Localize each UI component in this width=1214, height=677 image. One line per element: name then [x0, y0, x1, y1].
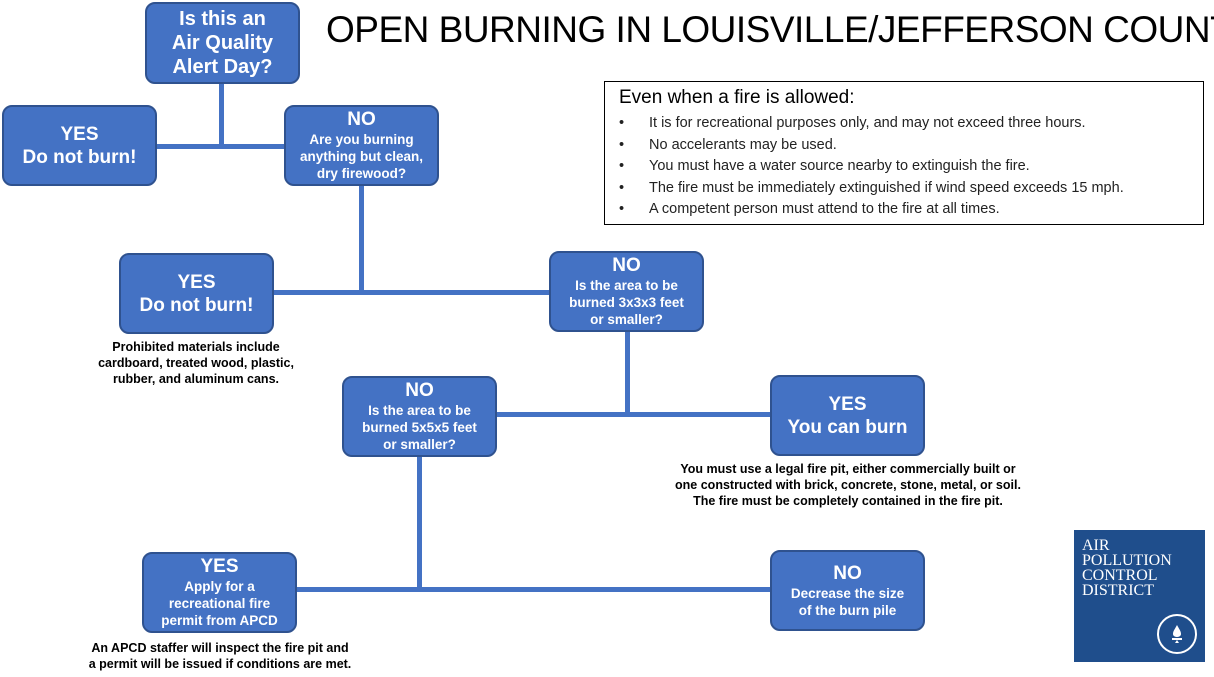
connector-line: [417, 455, 422, 591]
connector-line: [296, 587, 772, 592]
area-3x3x3-question: NO Is the area to be burned 3x3x3 feet o…: [549, 251, 704, 332]
connector-line: [359, 184, 364, 294]
box-line: anything but clean,: [299, 149, 423, 164]
connector-line: [496, 412, 771, 417]
apcd-logo: AIR POLLUTION CONTROL DISTRICT: [1074, 530, 1205, 662]
box-head: YES: [60, 123, 99, 145]
box-head: YES: [200, 556, 239, 577]
prohibited-materials-note: Prohibited materials include cardboard, …: [98, 340, 294, 386]
box-head: YES: [177, 271, 216, 293]
box-text: You can burn: [787, 416, 908, 438]
box-text: Do not burn!: [139, 294, 254, 316]
fire-rule-item: A competent person must attend to the fi…: [619, 199, 1189, 221]
box-head: NO: [833, 562, 862, 584]
area-5x5x5-question: NO Is the area to be burned 5x5x5 feet o…: [342, 376, 497, 457]
apcd-inspection-note: An APCD staffer will inspect the fire pi…: [88, 641, 352, 671]
question-line: Is this an: [179, 8, 266, 30]
fire-rules-heading: Even when a fire is allowed:: [619, 87, 855, 108]
box-line: Decrease the size: [790, 585, 905, 601]
fire-rule-item: The fire must be immediately extinguishe…: [619, 178, 1189, 200]
box-head: NO: [405, 380, 434, 401]
page-title: OPEN BURNING IN LOUISVILLE/JEFFERSON COU…: [326, 9, 1214, 50]
connector-line: [272, 290, 551, 295]
yes-do-not-burn-box-1: YES Do not burn!: [2, 105, 157, 186]
yes-you-can-burn-box: YES You can burn: [770, 375, 925, 456]
box-line: dry firewood?: [316, 166, 407, 181]
apply-for-permit-box: YES Apply for a recreational fire permit…: [142, 552, 297, 633]
box-line: Apply for a: [184, 579, 255, 594]
connector-line: [625, 330, 630, 416]
box-line: of the burn pile: [798, 602, 897, 618]
box-line: Is the area to be: [575, 278, 678, 293]
box-line: recreational fire: [168, 596, 271, 611]
fire-rule-item: No accelerants may be used.: [619, 135, 1189, 157]
fire-rules-box: Even when a fire is allowed: It is for r…: [604, 81, 1204, 225]
box-line: Are you burning: [309, 132, 414, 147]
box-line: permit from APCD: [161, 613, 278, 628]
box-line: burned 3x3x3 feet: [569, 295, 684, 310]
question-line: Alert Day?: [172, 56, 273, 78]
box-head: YES: [828, 393, 867, 415]
box-line: burned 5x5x5 feet: [362, 420, 477, 435]
box-line: Is the area to be: [368, 403, 471, 418]
fire-rule-item: It is for recreational purposes only, an…: [619, 113, 1189, 135]
box-line: or smaller?: [590, 312, 663, 327]
connector-line: [155, 144, 285, 149]
air-quality-alert-question: Is this an Air Quality Alert Day?: [145, 2, 300, 84]
box-head: NO: [612, 255, 641, 276]
question-line: Air Quality: [171, 32, 274, 54]
box-head: NO: [347, 109, 376, 130]
clean-firewood-question: NO Are you burning anything but clean, d…: [284, 105, 439, 186]
fire-rule-item: You must have a water source nearby to e…: [619, 156, 1189, 178]
fire-pit-note: You must use a legal fire pit, either co…: [675, 462, 1021, 508]
decrease-burn-pile-box: NO Decrease the size of the burn pile: [770, 550, 925, 631]
box-line: or smaller?: [383, 437, 456, 452]
yes-do-not-burn-box-2: YES Do not burn!: [119, 253, 274, 334]
box-text: Do not burn!: [22, 146, 137, 168]
connector-line: [219, 82, 224, 147]
fire-rules-list: It is for recreational purposes only, an…: [619, 113, 1189, 221]
louisville-seal-icon: [1157, 614, 1197, 654]
